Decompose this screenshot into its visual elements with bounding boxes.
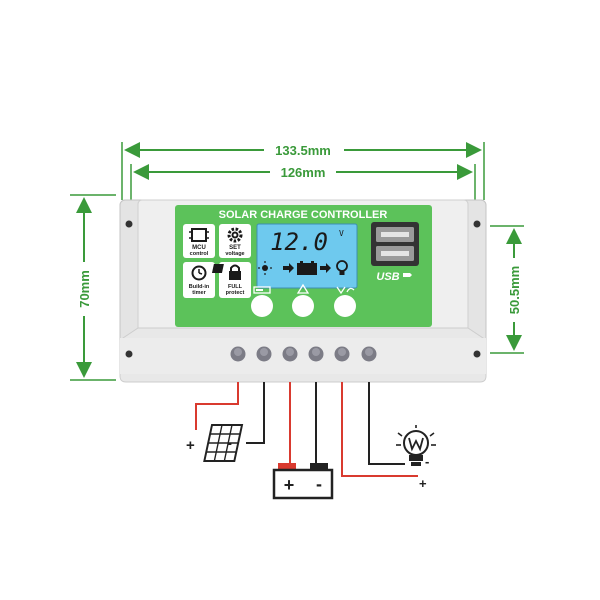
mode-indicator-icon [336,286,355,295]
mount-height-label: 50.5mm [507,266,522,314]
load-indicator-icon [253,286,271,294]
battery-icon [297,261,317,275]
voltage-reading: 12.0 [270,228,328,256]
svg-text:control: control [190,251,209,257]
battery-minus-label: - [316,474,322,494]
dimension-outer-width: 133.5mm [121,142,485,200]
svg-text:FULL: FULL [228,284,243,290]
panel-title: SOLAR CHARGE CONTROLLER [219,209,388,221]
bulb-icon [336,260,348,275]
solar-panel-icon [203,424,244,462]
clock-icon [191,265,207,281]
mounting-hole-bottom-left [125,350,133,358]
svg-text:voltage: voltage [225,251,244,257]
usb-plug-icon [403,273,412,277]
load-plus-label: + [419,476,427,491]
sun-panel-icon [211,261,272,275]
solar-negative-wire [246,382,265,444]
load-negative-wire [368,382,405,465]
feature-full-protect: FULL protect [219,262,251,298]
menu-button[interactable] [292,295,314,317]
dimension-mount-height: 50.5mm [490,225,524,354]
lock-icon [229,264,241,280]
battery-plus-label: + [284,475,295,495]
warning-indicator-icon [296,283,310,294]
battery-icon: + - [272,463,334,500]
inner-width-label: 126mm [281,165,326,180]
gear-icon [227,227,243,243]
usb-label: USB [376,271,399,283]
front-panel: SOLAR CHARGE CONTROLLER MCU control SET [175,205,432,327]
wiring [195,382,418,477]
svg-text:timer: timer [192,290,206,296]
dimension-height: 70mm [70,194,116,381]
feature-timer: Build-in timer [183,262,215,298]
voltage-unit: V [339,229,344,238]
usb-ports: USB [371,222,419,283]
solar-minus-label: - [227,435,232,452]
load-minus-label: - [425,454,429,469]
solar-plus-label: + [186,437,195,454]
svg-text:SET: SET [229,245,241,251]
flow-arrow-icon [283,263,294,273]
load-button[interactable] [251,295,273,317]
outer-width-label: 133.5mm [275,143,331,158]
solar-positive-wire [195,382,239,430]
load-positive-wire [341,382,418,477]
mcu-chip-icon [189,228,209,242]
mounting-hole-top-left [125,220,133,228]
height-label: 70mm [77,270,92,308]
svg-text:protect: protect [226,290,245,296]
mounting-hole-bottom-right [473,350,481,358]
dimension-inner-width: 126mm [130,164,476,200]
lcd-display: 12.0 V [211,223,358,289]
feature-set-voltage: SET voltage [219,224,251,258]
mounting-hole-top-right [473,220,481,228]
light-bulb-icon [396,425,436,466]
set-button[interactable] [334,295,356,317]
feature-mcu: MCU control [183,224,215,258]
flow-arrow-icon [320,263,331,273]
svg-text:MCU: MCU [192,245,206,251]
svg-text:Build-in: Build-in [189,284,210,290]
terminal-block [230,346,377,362]
